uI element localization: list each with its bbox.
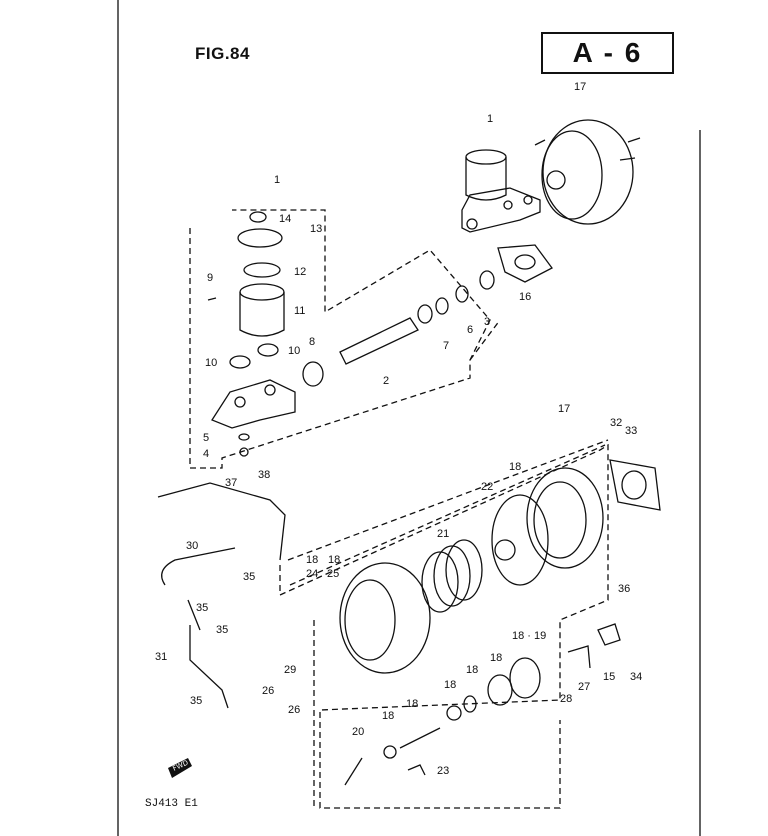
part-number-11: 11 (294, 305, 305, 317)
part-number-7: 7 (443, 340, 449, 352)
grommet-part-10b (257, 343, 279, 357)
part-number-38: 38 (258, 469, 270, 481)
part-number-18-19: 18 · 19 (512, 630, 546, 642)
valve-rod-part-18 (399, 727, 441, 749)
part-number-21: 21 (437, 528, 449, 540)
part-number-15: 15 (603, 671, 615, 683)
boot-part-18-19 (509, 657, 541, 699)
part-number-12: 12 (294, 266, 306, 278)
o-ring-part-8 (302, 361, 324, 387)
part-number-18-a: 18 (509, 461, 521, 473)
part-number-33: 33 (625, 425, 637, 437)
pushrod-part-20 (344, 757, 363, 786)
part-number-8: 8 (309, 336, 315, 348)
bolt-part-4 (239, 447, 249, 457)
screw-part-9 (207, 297, 217, 301)
part-number-26-a: 26 (262, 685, 274, 697)
reservoir-part-11 (239, 283, 285, 337)
booster-shell-front (339, 562, 431, 674)
part-number-18-d: 18 (466, 664, 478, 676)
part-number-2: 2 (383, 375, 389, 387)
part-number-20: 20 (352, 726, 364, 738)
reservoir-cap-part-13 (237, 228, 283, 248)
forward-direction-arrow: FWD (168, 758, 192, 778)
part-number-23: 23 (437, 765, 449, 777)
part-number-22: 22 (481, 481, 493, 493)
washer-part-5 (238, 433, 250, 441)
part-number-34: 34 (630, 671, 642, 683)
part-number-5: 5 (203, 432, 209, 444)
lower-assembly-dashed-outline (279, 443, 609, 809)
part-number-35-c: 35 (216, 624, 228, 636)
part-number-26-b: 26 (288, 704, 300, 716)
part-number-13: 13 (310, 223, 322, 235)
gasket-part-32 (609, 459, 661, 511)
part-number-18-f: 18 (444, 679, 456, 691)
part-number-30: 30 (186, 540, 198, 552)
part-number-9: 9 (207, 272, 213, 284)
part-number-35-d: 35 (190, 695, 202, 707)
part-number-10-a: 10 (205, 357, 217, 369)
master-cylinder-body (211, 379, 296, 429)
gasket-16 (497, 244, 553, 283)
vacuum-pipe-part-37 (157, 482, 286, 561)
assembled-brake-booster (534, 119, 641, 225)
bracket-part-27 (567, 645, 591, 669)
part-number-17-mid: 17 (558, 403, 570, 415)
part-number-18-b: 18 (306, 554, 318, 566)
part-number-28: 28 (560, 693, 572, 705)
assembled-master-cylinder (461, 149, 541, 233)
strainer-part-12 (243, 262, 281, 278)
booster-diaphragm-spring-part-21 (421, 539, 483, 613)
part-number-18-h: 18 (382, 710, 394, 722)
piston-assembly-part-2 (339, 270, 495, 365)
model-code: SJ413 E1 (145, 798, 198, 810)
part-number-35-b: 35 (196, 602, 208, 614)
figure-title: FIG.84 (195, 44, 250, 63)
section-code-box: A - 6 (541, 32, 674, 74)
part-number-1-left: 1 (274, 174, 280, 186)
part-number-32: 32 (610, 417, 622, 429)
part-number-27: 27 (578, 681, 590, 693)
booster-shell-rear (526, 467, 604, 569)
reservoir-cap-part-14 (249, 211, 267, 223)
diaphragm-plate-part-22 (491, 494, 549, 586)
part-number-16: 16 (519, 291, 531, 303)
part-number-6: 6 (467, 324, 473, 336)
part-number-17-top: 17 (574, 81, 586, 93)
seal-part-18-small (383, 745, 397, 759)
clevis-part-15 (597, 623, 621, 646)
part-number-3: 3 (484, 316, 490, 328)
hose-part-30 (161, 547, 236, 586)
part-number-14: 14 (279, 213, 291, 225)
part-number-10-b: 10 (288, 345, 300, 357)
part-number-18-g: 18 (406, 698, 418, 710)
part-number-24: 24 (306, 568, 318, 580)
part-number-18-c: 18 (328, 554, 340, 566)
upper-assembly-dashed-outline (189, 209, 491, 469)
clip-part-23 (407, 764, 426, 776)
part-number-25: 25 (327, 568, 339, 580)
part-number-29: 29 (284, 664, 296, 676)
part-number-31: 31 (155, 651, 167, 663)
hose-part-31 (189, 625, 229, 709)
part-number-37: 37 (225, 477, 237, 489)
grommet-part-10a (229, 355, 251, 369)
part-number-35-a: 35 (243, 571, 255, 583)
part-number-1-top: 1 (487, 113, 493, 125)
section-code: A - 6 (572, 37, 643, 68)
part-number-4: 4 (203, 448, 209, 460)
part-number-36: 36 (618, 583, 630, 595)
part-number-18-e: 18 (490, 652, 502, 664)
